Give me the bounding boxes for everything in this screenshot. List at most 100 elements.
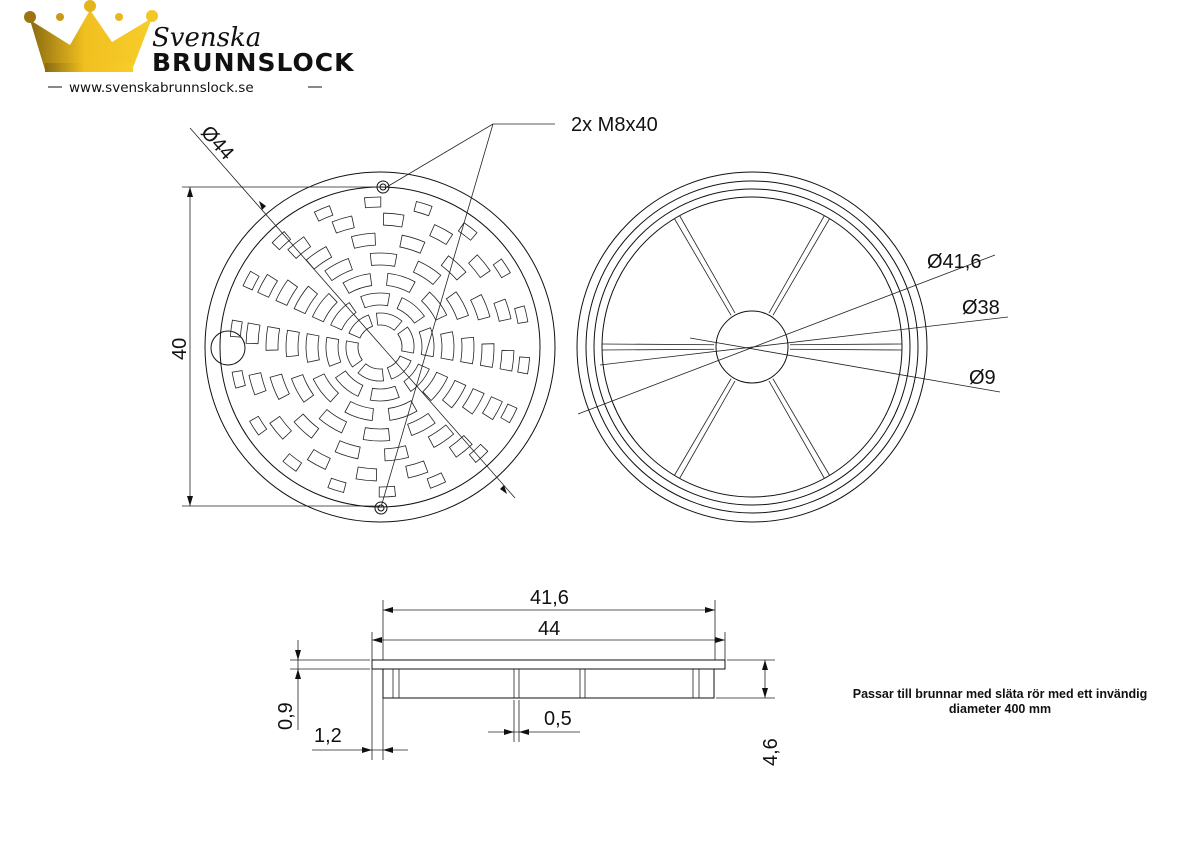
screw-bottom	[374, 501, 388, 515]
grate-slot	[248, 372, 267, 396]
grate-slot	[492, 258, 511, 279]
grate-slot	[369, 252, 398, 267]
top-view-grate: 40 Ø44 2x M8x40	[169, 114, 658, 523]
logo-url-text: www.svenskabrunnslock.se	[69, 80, 254, 96]
grate-slot	[282, 453, 303, 472]
grate-slot	[493, 298, 512, 322]
grate-slot	[460, 336, 475, 365]
grate-slot	[327, 477, 347, 493]
grate-slot	[376, 312, 403, 331]
grate-slot	[448, 435, 473, 458]
dim-diameter-38: Ø38	[962, 297, 1000, 319]
support-rib	[768, 215, 825, 314]
grate-slot	[481, 396, 503, 421]
grate-slot	[429, 224, 454, 246]
grate-slot	[330, 302, 357, 331]
support-rib	[772, 378, 830, 476]
grate-slot	[399, 234, 426, 254]
grate-slot	[324, 257, 353, 282]
support-rib	[772, 218, 830, 316]
grate-slot	[269, 373, 290, 400]
logo-script-text: Svenska	[152, 23, 261, 53]
dim-40: 40	[169, 338, 191, 360]
grate-slot	[407, 412, 436, 437]
grate-slot	[378, 485, 396, 498]
grate-slot	[382, 212, 405, 228]
grate-slot	[293, 413, 320, 439]
dim-side-0-5: 0,5	[544, 708, 572, 730]
dim-side-4-6: 4,6	[760, 738, 782, 766]
grate-slot	[257, 273, 279, 298]
grate-slot	[342, 273, 373, 294]
dim-side-44: 44	[538, 618, 560, 640]
support-ribs	[602, 215, 902, 479]
grate-slot	[369, 385, 400, 402]
support-rib	[674, 378, 732, 476]
grate-slot	[334, 440, 361, 460]
grate-slot	[457, 222, 478, 241]
grate-slot	[362, 427, 391, 442]
grate-slot	[387, 400, 418, 421]
grate-slot	[441, 379, 467, 409]
grate-slot	[405, 460, 429, 479]
grate-slot	[269, 415, 292, 440]
grate-slot	[318, 408, 348, 434]
grate-slot	[403, 363, 430, 392]
fit-note-line-1: Passar till brunnar med släta rör med et…	[852, 687, 1148, 701]
lift-hole	[210, 330, 246, 366]
dim-diameter-9: Ø9	[969, 367, 996, 389]
fit-note-line-2: diameter 400 mm	[948, 702, 1052, 716]
support-rib	[679, 380, 736, 479]
grate-slot	[418, 327, 435, 358]
grate-slot	[468, 254, 491, 279]
grate-slot	[468, 443, 489, 463]
grate-slot	[335, 370, 364, 397]
dim-side-41-6: 41,6	[530, 587, 569, 609]
grate-slot	[311, 292, 338, 323]
grate-slot	[422, 371, 449, 402]
support-rib	[602, 348, 715, 351]
grate-slot	[360, 292, 391, 309]
grate-slot	[364, 196, 382, 209]
grate-slot	[397, 326, 415, 354]
logo-brand-text: BRUNNSLOCK	[152, 48, 355, 77]
grate-slot	[293, 285, 319, 315]
support-rib	[602, 343, 715, 346]
dim-side-1-2: 1,2	[314, 725, 342, 747]
grate-slot	[440, 255, 467, 281]
support-rib	[789, 348, 902, 351]
logo: Svenska BRUNNSLOCK www.svenskabrunnslock…	[24, 0, 355, 96]
grate-slot	[445, 291, 470, 320]
grate-slot	[413, 201, 433, 217]
grate-slot	[275, 279, 299, 306]
grate-slot	[357, 363, 384, 382]
support-rib	[679, 215, 736, 314]
grate-slots	[229, 196, 531, 498]
grate-slot	[420, 291, 448, 321]
grate-slot	[305, 333, 320, 363]
grate-slot	[479, 343, 495, 368]
grate-slot	[514, 305, 529, 324]
grate-slot	[242, 270, 260, 291]
grate-slot	[249, 415, 268, 436]
screw-callout: 2x M8x40	[571, 114, 658, 136]
grate-slot	[500, 403, 518, 424]
crown-icon	[30, 10, 152, 70]
grate-slot	[440, 331, 455, 361]
grate-slot	[305, 246, 333, 270]
grate-slot	[271, 231, 292, 251]
grate-slot	[231, 370, 246, 389]
grate-slot	[285, 329, 300, 358]
grate-slot	[427, 424, 455, 448]
side-view: 41,6 44 0,9 1,2 0,5 4,6	[275, 587, 782, 766]
grate-slot	[325, 336, 342, 367]
dim-diameter-41-6: Ø41,6	[927, 251, 981, 273]
grate-slot	[355, 466, 378, 482]
grate-slot	[461, 388, 485, 415]
grate-slot	[245, 322, 261, 345]
grate-slot	[386, 355, 412, 380]
grate-slot	[412, 260, 442, 286]
grate-slot	[499, 349, 515, 372]
grate-slot	[331, 215, 355, 234]
grate-slot	[265, 326, 281, 351]
